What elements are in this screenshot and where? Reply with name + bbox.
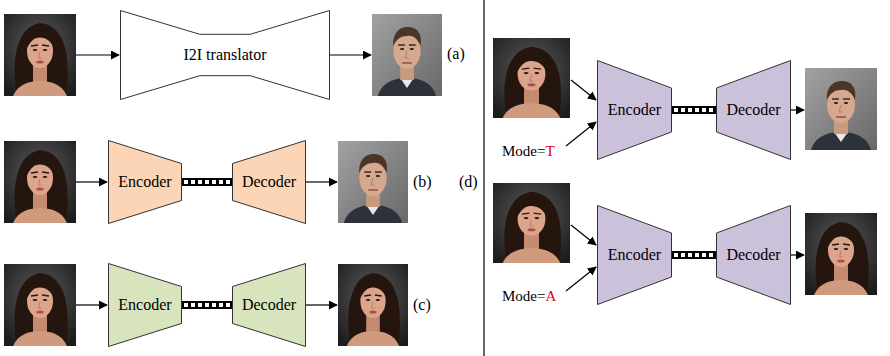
mode-arrow: [566, 122, 596, 146]
block-shape: [109, 264, 182, 347]
input-arrow: [76, 304, 107, 305]
latent-bar: [182, 178, 232, 186]
mode-value: T: [545, 143, 554, 160]
output-face-photo: [338, 141, 408, 223]
latent-cells: [672, 253, 716, 257]
mode-arrow: [566, 267, 596, 291]
output-arrow: [790, 109, 804, 110]
output-face-photo: [338, 264, 408, 346]
latent-code: [672, 255, 716, 256]
block-label: Decoder: [242, 296, 296, 314]
mode-value: A: [545, 288, 556, 305]
latent-code: [672, 110, 716, 111]
block-shape: [233, 264, 306, 347]
output-arrow: [790, 254, 804, 255]
panel-label: (c): [413, 296, 431, 314]
output-arrow: [330, 54, 371, 55]
latent-cells: [182, 180, 232, 184]
encoder-block: Encoder: [108, 263, 182, 347]
panel-label: (a): [447, 45, 465, 63]
mode-label: Mode=: [502, 288, 545, 305]
output-arrow: [306, 181, 337, 182]
block-label: Encoder: [118, 296, 171, 314]
decoder-block: Decoder: [232, 263, 306, 347]
block-label: Decoder: [242, 173, 296, 191]
panel-divider: [483, 0, 484, 356]
latent-code: [182, 305, 232, 306]
latent-cells: [672, 108, 716, 112]
encoder-block: Encoder: [597, 60, 672, 160]
mode-label: Mode=: [502, 143, 545, 160]
block-shape: [598, 206, 672, 305]
input-arrow: [76, 181, 107, 182]
block-shape: [598, 61, 672, 160]
block-label: Decoder: [726, 246, 780, 264]
encoder-block: Encoder: [597, 205, 672, 305]
block-shape: [233, 141, 306, 224]
input-arrow: [571, 225, 596, 245]
panel-label: (d): [459, 173, 478, 191]
latent-code: [182, 182, 232, 183]
block-label: Encoder: [608, 101, 661, 119]
block-shape: [717, 61, 791, 160]
panel-label: (b): [413, 173, 432, 191]
input-face-photo: [493, 183, 570, 263]
input-face-photo: [4, 14, 76, 96]
output-face-photo: [805, 68, 877, 150]
output-arrow: [306, 304, 337, 305]
block-shape: [109, 141, 182, 224]
block-label: Encoder: [608, 246, 661, 264]
latent-cells: [182, 303, 232, 307]
block-label: Encoder: [118, 173, 171, 191]
input-face-photo: [493, 38, 570, 118]
latent-bar: [672, 251, 716, 259]
block-shape: [717, 206, 791, 305]
decoder-block: Decoder: [232, 140, 306, 224]
decoder-block: Decoder: [716, 205, 791, 305]
input-face-photo: [4, 141, 76, 223]
block-label: Decoder: [726, 101, 780, 119]
input-arrow: [571, 80, 596, 100]
translator-box: I2I translator: [120, 10, 330, 100]
input-arrow: [76, 54, 119, 55]
input-face-photo: [4, 264, 76, 346]
output-face-photo: [372, 14, 442, 96]
output-face-photo: [805, 213, 877, 295]
block-label: I2I translator: [183, 46, 266, 64]
decoder-block: Decoder: [716, 60, 791, 160]
encoder-block: Encoder: [108, 140, 182, 224]
latent-bar: [672, 106, 716, 114]
latent-bar: [182, 301, 232, 309]
block-shape: [121, 11, 330, 100]
